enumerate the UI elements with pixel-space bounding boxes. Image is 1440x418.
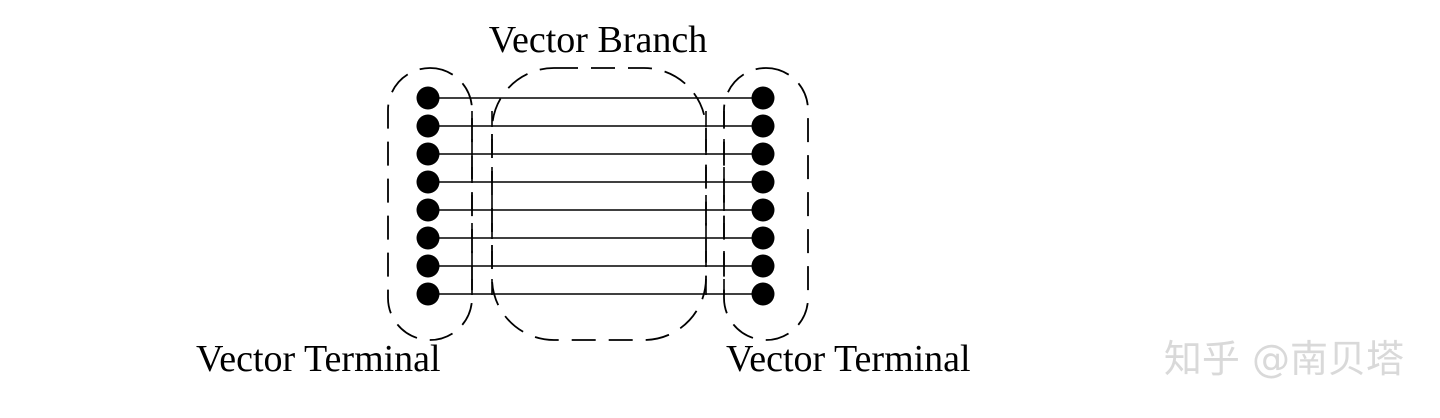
left-terminal-node-3 <box>416 142 440 166</box>
right-terminal-node-1 <box>751 86 775 110</box>
left-terminal-node-1 <box>416 86 440 110</box>
left-terminal-node-7 <box>416 254 440 278</box>
right-terminal-node-2 <box>751 114 775 138</box>
watermark-text: 知乎 @南贝塔 <box>1164 337 1404 381</box>
right-terminal-group-outline <box>723 67 809 341</box>
right-terminal-node-4 <box>751 170 775 194</box>
right-terminal-node-3 <box>751 142 775 166</box>
vector-branch-label: Vector Branch <box>489 19 707 61</box>
left-terminal-node-5 <box>416 198 440 222</box>
left-terminal-node-6 <box>416 226 440 250</box>
vector-terminal-left-label: Vector Terminal <box>196 338 441 380</box>
vector-terminal-right-label: Vector Terminal <box>726 338 971 380</box>
right-terminal-node-8 <box>751 282 775 306</box>
right-terminal-node-7 <box>751 254 775 278</box>
branch-group-outline <box>491 67 707 341</box>
left-terminal-node-2 <box>416 114 440 138</box>
left-terminal-node-8 <box>416 282 440 306</box>
right-terminal-node-6 <box>751 226 775 250</box>
right-terminal-node-5 <box>751 198 775 222</box>
left-terminal-node-4 <box>416 170 440 194</box>
wire-bundle <box>416 86 775 306</box>
